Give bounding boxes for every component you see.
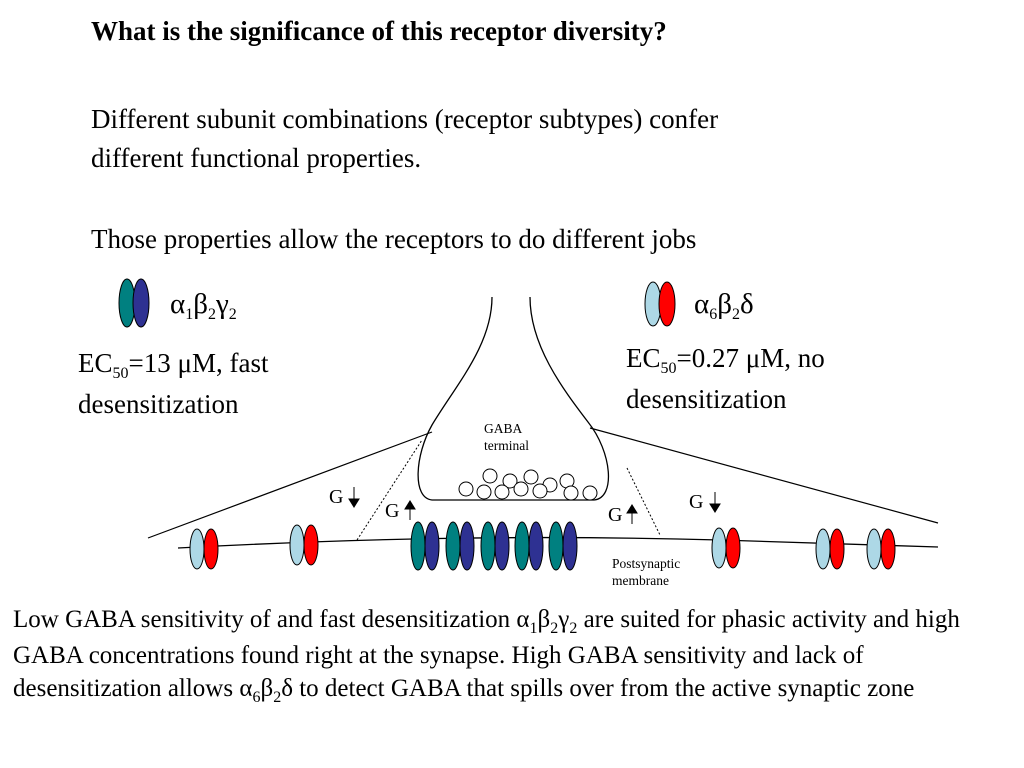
extrasynaptic-receptor-alpha6beta2delta [289, 524, 319, 566]
arrow-down-icon [709, 492, 721, 513]
paragraph-subunit-combinations: Different subunit combinations (receptor… [91, 100, 718, 178]
extrasynaptic-receptor-alpha6beta2delta [815, 528, 845, 570]
gaba-terminal-label: GABA terminal [484, 421, 529, 453]
summary-paragraph: Low GABA sensitivity of and fast desensi… [13, 606, 960, 706]
vesicle [458, 481, 474, 497]
receptor-icon-alpha1beta2gamma2 [118, 278, 150, 328]
synaptic-receptor-alpha1beta2gamma2 [514, 521, 544, 571]
ec50-right: EC50=0.27 μM, no desensitization [626, 343, 825, 414]
perspective-line-left-outer [147, 431, 433, 539]
vesicle [523, 469, 539, 485]
paragraph1-line2: different functional properties. [91, 143, 422, 173]
g-label: G [689, 491, 704, 513]
vesicle [513, 481, 529, 497]
g-label: G [608, 504, 623, 526]
g-label: G [329, 486, 344, 508]
vesicle [563, 485, 579, 501]
vesicle [532, 483, 548, 499]
g-label: G [385, 500, 400, 522]
vesicle [482, 468, 498, 484]
extrasynaptic-receptor-alpha6beta2delta [866, 528, 896, 570]
receptor-icon-alpha6beta2delta [644, 281, 676, 327]
perspective-line-right-inner [626, 467, 661, 536]
synaptic-vesicles [458, 468, 598, 501]
synaptic-receptor-alpha1beta2gamma2 [480, 521, 510, 571]
receptor-group [189, 521, 896, 571]
perspective-line-left-inner [356, 439, 423, 541]
gaba-terminal-outline [417, 296, 610, 501]
extrasynaptic-receptor-alpha6beta2delta [189, 528, 219, 570]
receptor-name-alpha6beta2delta: α6β2δ [694, 288, 754, 323]
paragraph1-line1: Different subunit combinations (receptor… [91, 104, 719, 134]
ec50-left: EC50=13 μM, fast desensitization [78, 348, 269, 419]
arrow-down-icon [348, 487, 360, 508]
slide-question: What is the significance of this recepto… [91, 16, 667, 46]
vesicle [582, 485, 598, 501]
paragraph-different-jobs: Those properties allow the receptors to … [91, 224, 697, 254]
receptor-name-alpha1beta2gamma2: α1β2γ2 [170, 288, 237, 323]
arrow-up-icon [626, 504, 638, 524]
arrow-up-icon [404, 500, 416, 520]
vesicle [502, 473, 518, 489]
vesicle [476, 484, 492, 500]
extrasynaptic-receptor-alpha6beta2delta [711, 527, 741, 569]
synaptic-receptor-alpha1beta2gamma2 [410, 521, 440, 571]
vesicle [494, 484, 510, 500]
postsynaptic-membrane-label: Postsynaptic membrane [612, 556, 681, 588]
synaptic-receptor-alpha1beta2gamma2 [548, 521, 578, 571]
synaptic-receptor-alpha1beta2gamma2 [445, 521, 475, 571]
perspective-line-right-outer [589, 427, 939, 524]
